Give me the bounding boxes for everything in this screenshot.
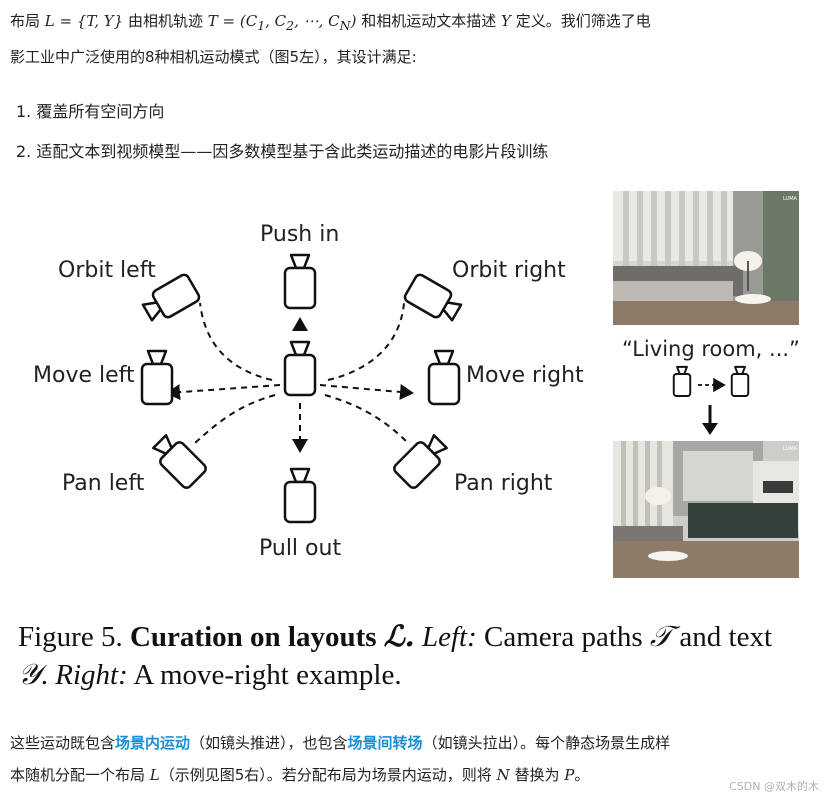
intro-text: 由相机轨迹	[123, 12, 208, 30]
intro-text: 定义。我们筛选了电	[510, 12, 651, 30]
caption-symbol-l: ℒ.	[383, 619, 415, 653]
camera-move-right-icon	[427, 349, 461, 406]
math-n: N	[496, 766, 510, 784]
photo-badge: LUMA	[783, 446, 798, 452]
living-room-caption: “Living room, ...”	[622, 337, 800, 361]
label-move-left: Move left	[33, 363, 135, 388]
down-arrow-icon	[702, 405, 718, 435]
math-layout: L = {T, Y}	[44, 12, 124, 30]
caption-title: Curation on layouts	[129, 621, 384, 653]
intro-text: 和相机运动文本描述	[356, 12, 502, 30]
figure-caption: Figure 5. Curation on layouts ℒ. Left: C…	[18, 618, 818, 694]
outro-text: （如镜头拉出）。每个静态场景生成样	[422, 734, 671, 752]
math-l: L	[149, 766, 160, 784]
camera-pull-out-icon	[283, 467, 317, 524]
caption-symbol-t: 𝒯	[649, 619, 673, 653]
orbit-right-path	[327, 302, 405, 381]
label-orbit-right: Orbit right	[452, 258, 566, 283]
math-trajectory: T = (C1, C2, ⋯, CN)	[207, 12, 357, 33]
label-pan-left: Pan left	[62, 471, 145, 496]
math-y: Y	[501, 12, 511, 30]
outro-text: （示例见图5右）。若分配布局为场景内运动，则将	[159, 766, 497, 784]
living-room-photo-before: LUMA	[613, 191, 799, 325]
outro-line-2: 本随机分配一个布局 L（示例见图5右）。若分配布局为场景内运动，则将 N 替换为…	[10, 760, 589, 790]
camera-move-left-icon	[140, 349, 174, 406]
highlight-inter-scene: 场景间转场	[347, 734, 423, 752]
caption-and-text: and text	[672, 621, 772, 653]
list-text: 适配文本到视频模型——因多数模型基于含此类运动描述的电影片段训练	[36, 142, 549, 161]
camera-push-in-icon	[283, 253, 317, 310]
living-room-photo-after: LUMA	[613, 441, 799, 578]
list-item: 2. 适配文本到视频模型——因多数模型基于含此类运动描述的电影片段训练	[16, 140, 548, 164]
camera-paths-diagram: Push in Orbit left Orbit right Move left…	[33, 222, 584, 561]
outro-text: 。	[574, 766, 590, 784]
caption-right-text: A move-right example.	[127, 659, 402, 691]
move-right-example-diagram	[672, 365, 750, 397]
label-push-in: Push in	[260, 222, 339, 247]
caption-symbol-y: 𝒴	[18, 657, 41, 691]
caption-left-label: Left:	[422, 621, 477, 653]
move-right-path	[319, 383, 414, 400]
caption-period: .	[40, 659, 56, 691]
outro-text: 这些运动既包含	[10, 734, 116, 752]
list-text: 覆盖所有空间方向	[36, 102, 165, 121]
outro-line-1: 这些运动既包含场景内运动（如镜头推进），也包含场景间转场（如镜头拉出）。每个静态…	[10, 728, 670, 758]
list-number: 1.	[16, 102, 32, 121]
label-pull-out: Pull out	[259, 536, 341, 561]
outro-text: 替换为	[509, 766, 565, 784]
orbit-left-path	[199, 302, 273, 381]
list-item: 1. 覆盖所有空间方向	[16, 100, 164, 124]
watermark: CSDN @双木的木	[729, 780, 819, 793]
highlight-intra-scene: 场景内运动	[115, 734, 191, 752]
label-orbit-left: Orbit left	[58, 258, 156, 283]
caption-right-label: Right:	[55, 659, 128, 691]
caption-left-text: Camera paths	[476, 621, 650, 653]
intro-line-2: 影工业中广泛使用的8种相机运动模式（图5左），其设计满足:	[10, 48, 417, 66]
caption-prefix: Figure 5.	[18, 621, 130, 653]
figure-5: Push in Orbit left Orbit right Move left…	[0, 185, 831, 605]
outro-text: （如镜头推进），也包含	[190, 734, 348, 752]
label-move-right: Move right	[466, 363, 584, 388]
pan-right-path	[324, 394, 409, 444]
list-number: 2.	[16, 142, 32, 161]
label-pan-right: Pan right	[454, 471, 553, 496]
camera-pan-right-icon	[391, 429, 453, 491]
photo-badge: LUMA	[783, 196, 798, 202]
math-p: P	[564, 766, 575, 784]
outro-text: 本随机分配一个布局	[10, 766, 150, 784]
pan-left-path	[194, 394, 276, 444]
camera-center-icon	[283, 340, 317, 397]
intro-text: 布局	[10, 12, 45, 30]
move-left-path	[166, 384, 281, 401]
intro-line-1: 布局 L = {T, Y} 由相机轨迹 T = (C1, C2, ⋯, CN) …	[10, 6, 651, 41]
